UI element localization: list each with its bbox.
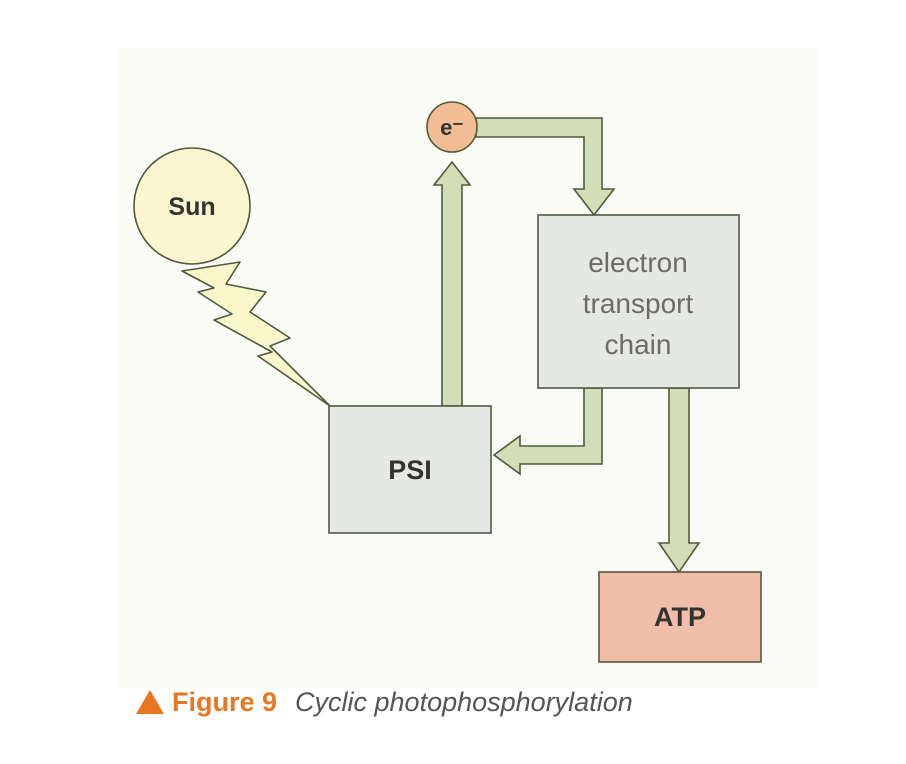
electron-node: e⁻ <box>426 101 478 153</box>
triangle-marker-icon <box>136 690 164 714</box>
light-bolt-icon <box>181 261 331 407</box>
figure-number: Figure 9 <box>172 686 278 717</box>
psi-node: PSI <box>328 405 492 534</box>
psi-box <box>328 405 492 534</box>
electron-label: e⁻ <box>440 115 464 140</box>
sun-label: Sun <box>168 193 215 221</box>
atp-label: ATP <box>654 602 706 632</box>
electron-transport-chain-node: electron transport chain <box>537 214 740 389</box>
psi-label: PSI <box>388 455 432 485</box>
electron-circle <box>426 101 478 153</box>
arrow-psi-to-electron <box>432 160 472 407</box>
sun-node: Sun <box>133 147 251 265</box>
etc-label-line-3: chain <box>605 329 672 360</box>
atp-box <box>598 571 762 663</box>
etc-label-line-2: transport <box>583 288 694 319</box>
sun-circle <box>133 147 251 265</box>
etc-label-line-1: electron <box>588 247 688 278</box>
etc-box <box>537 214 740 389</box>
arrow-etc-to-atp <box>657 387 701 574</box>
figure-caption: Figure 9 Cyclic photophosphorylation <box>136 682 633 722</box>
atp-node: ATP <box>598 571 762 663</box>
arrow-etc-to-psi <box>492 387 603 476</box>
figure-title: Cyclic photophosphorylation <box>295 686 633 717</box>
arrow-electron-to-etc <box>475 117 616 217</box>
